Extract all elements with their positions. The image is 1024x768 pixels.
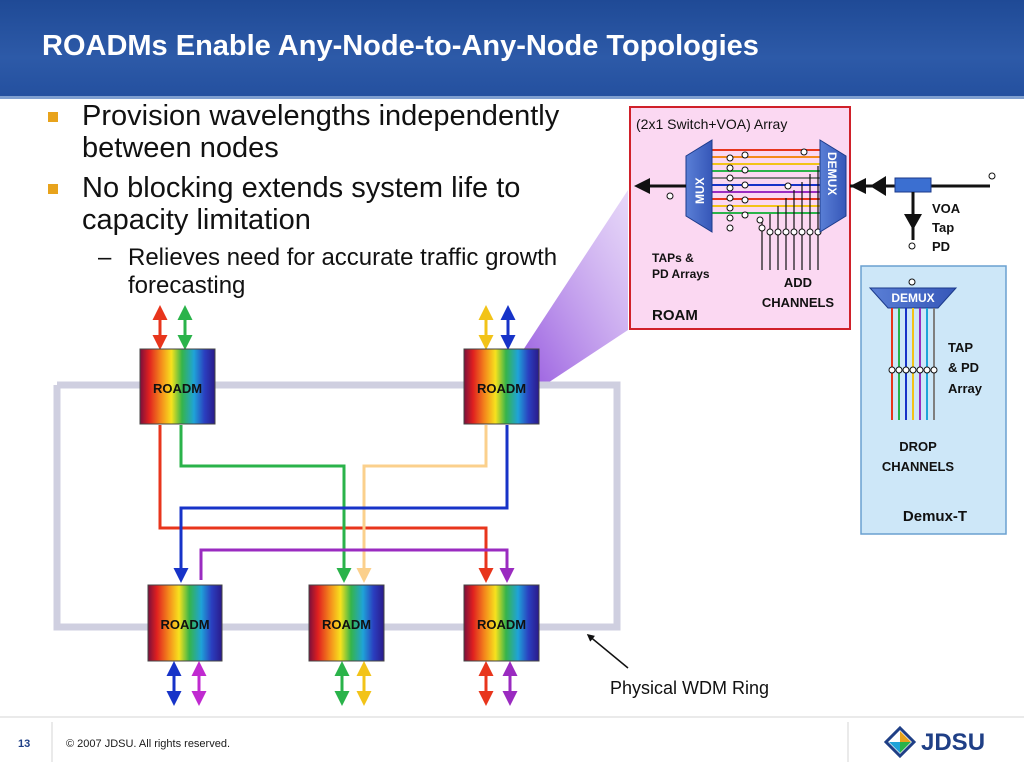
demux-t-demux-label: DEMUX [891, 291, 934, 305]
bullet-text: No blocking extends system life to capac… [82, 172, 521, 236]
mux-block [685, 139, 713, 233]
roadm-label: ROADM [160, 617, 209, 632]
sub-bullet-item: –Relieves need for accurate traffic grow… [48, 244, 568, 300]
roam-array-label: (2x1 Switch+VOA) Array [636, 116, 787, 132]
bullet-item: No blocking extends system life to capac… [48, 172, 568, 236]
roadm-node: ROADM [147, 584, 223, 662]
slide-title: ROADMs Enable Any-Node-to-Any-Node Topol… [42, 30, 759, 62]
copyright-text: © 2007 JDSU. All rights reserved. [66, 738, 231, 750]
roadm-node: ROADM [308, 584, 385, 662]
demux-tap-dots [888, 366, 938, 374]
add-channels-label: ADD [784, 275, 812, 290]
jdsu-logo-icon [883, 725, 917, 759]
ring-label: Physical WDM Ring [610, 678, 769, 698]
voa-label: Tap [932, 220, 954, 235]
wdm-ring [53, 381, 621, 631]
taps-label: TAPs & [652, 251, 694, 265]
add-channels-label: CHANNELS [762, 295, 835, 310]
page-number: 13 [18, 738, 31, 750]
roadm-node: ROADM [463, 584, 540, 662]
blue-connection [173, 425, 509, 583]
drop-channels-label: DROP [899, 439, 937, 454]
tap-pd-label: & PD [948, 360, 979, 375]
roadm-node: ROADM [463, 348, 540, 425]
bullet-list: Provision wavelengths independently betw… [48, 100, 568, 300]
roadm-label: ROADM [153, 381, 202, 396]
input-voa-block: VOA Tap PD [850, 172, 996, 254]
tap-arrow [904, 214, 922, 230]
bullet-item: Provision wavelengths independently betw… [48, 100, 568, 164]
demux-block [819, 139, 847, 233]
connection-lines [158, 425, 515, 583]
add-channel-lines [761, 166, 819, 270]
demux-t-block [868, 287, 958, 309]
red-connection [158, 425, 494, 583]
add-drop-arrows [152, 305, 518, 706]
title-bar: ROADMs Enable Any-Node-to-Any-Node Topol… [0, 0, 1024, 99]
purple-connection [199, 548, 515, 583]
voa-block [894, 177, 932, 193]
input-arrow [850, 178, 866, 194]
drop-channels-label: CHANNELS [882, 459, 955, 474]
sub-bullet-text: Relieves need for accurate traffic growt… [128, 244, 558, 299]
roadm-node: ROADM [139, 348, 216, 425]
zoom-cone [510, 190, 628, 398]
sub-bullet-dash: – [98, 244, 112, 271]
roadm-label: ROADM [322, 617, 371, 632]
demux-t-name: Demux-T [903, 508, 967, 525]
tap-pd [908, 242, 916, 250]
taps-label: PD Arrays [652, 267, 710, 281]
voa-label: PD [932, 239, 950, 254]
bullet-marker-icon [48, 112, 58, 122]
green-connection [179, 425, 352, 583]
roam-name: ROAM [652, 307, 698, 324]
input-pd [988, 172, 996, 180]
peach-connection [356, 425, 488, 583]
input-arrow [870, 176, 886, 196]
jdsu-logo-text: JDSU [921, 729, 986, 756]
tap-pd-dots [726, 148, 822, 236]
voa-label: VOA [932, 201, 961, 216]
roam-output-arrow [634, 178, 650, 194]
demux-t-inset: DEMUX TAP & PD Array DROP CHANNELS Demux… [860, 265, 1007, 535]
roam-inset: (2x1 Switch+VOA) Array [629, 106, 851, 330]
tap-pd-label: TAP [948, 340, 973, 355]
mux-label: MUX [693, 177, 707, 204]
roadm-label: ROADM [477, 617, 526, 632]
bullet-marker-icon [48, 184, 58, 194]
ring-pointer-arrow [586, 634, 629, 669]
tap-pd-label: Array [948, 381, 983, 396]
demux-label: DEMUX [825, 152, 839, 195]
roam-output-pd [666, 192, 674, 200]
drop-channel-lines [891, 308, 935, 420]
bullet-text: Provision wavelengths independently betw… [82, 100, 560, 164]
roadm-label: ROADM [477, 381, 526, 396]
